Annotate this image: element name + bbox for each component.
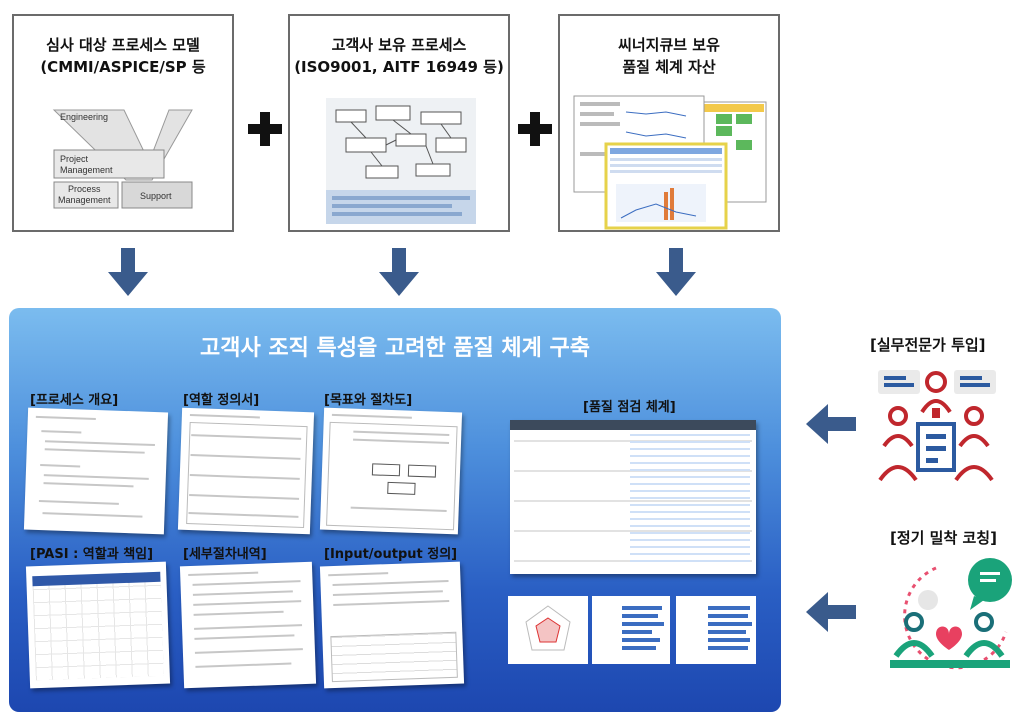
plus-icon xyxy=(518,112,552,146)
document-thumbnail-input-output xyxy=(319,561,465,689)
svg-text:Engineering: Engineering xyxy=(60,112,108,122)
bar-chart-thumbnail xyxy=(592,596,670,664)
source-title: 심사 대상 프로세스 모델 (CMMI/ASPICE/SP 등 xyxy=(40,36,206,76)
radar-chart-thumbnail xyxy=(508,596,588,664)
document-thumbnail-process-overview xyxy=(23,407,169,535)
svg-text:Project: Project xyxy=(60,154,89,164)
arrow-down-icon xyxy=(656,248,696,296)
coaching-icon xyxy=(890,558,1012,670)
section-label-role-definition: [역할 정의서] xyxy=(183,393,260,408)
section-label-pasi: [PASI : 역할과 책임] xyxy=(30,547,154,562)
section-label-input-output: [Input/output 정의] xyxy=(324,547,458,562)
arrow-down-icon xyxy=(108,248,148,296)
plus-icon xyxy=(248,112,282,146)
section-label-process-overview: [프로세스 개요] xyxy=(30,393,119,408)
document-thumbnail-detail-procedure xyxy=(179,561,317,689)
svg-text:Management: Management xyxy=(60,165,113,175)
arrow-left-icon xyxy=(806,404,856,444)
expert-label: [실무전문가 투입] xyxy=(870,336,986,354)
svg-text:Process: Process xyxy=(68,184,101,194)
section-label-quality-check: [품질 점검 체계] xyxy=(583,400,676,415)
customer-process-thumbnail xyxy=(326,98,476,224)
section-label-detail-procedure: [세부절차내역] xyxy=(183,547,267,562)
document-thumbnail-pasi xyxy=(25,561,171,689)
bar-chart-thumbnail xyxy=(676,596,756,664)
document-thumbnail-role-definition xyxy=(177,407,315,535)
arrow-left-icon xyxy=(806,592,856,632)
source-box-customer-process: 고객사 보유 프로세스 (ISO9001, AITF 16949 등) xyxy=(288,14,510,232)
svg-text:Management: Management xyxy=(58,195,111,205)
quality-assets-thumbnail xyxy=(573,95,767,230)
process-model-diagram: Engineering Project Management Process M… xyxy=(52,109,193,209)
main-title: 고객사 조직 특성을 고려한 품질 체계 구축 xyxy=(199,336,591,361)
source-box-process-model: 심사 대상 프로세스 모델 (CMMI/ASPICE/SP 등 Engineer… xyxy=(12,14,234,232)
source-title: 고객사 보유 프로세스 (ISO9001, AITF 16949 등) xyxy=(294,36,504,76)
section-label-goal-procedure: [목표와 절차도] xyxy=(324,393,413,408)
source-box-quality-assets: 씨너지큐브 보유 품질 체계 자산 xyxy=(558,14,780,232)
svg-text:Support: Support xyxy=(140,191,172,201)
expert-team-icon xyxy=(878,370,996,482)
document-thumbnail-quality-check xyxy=(510,420,756,574)
coaching-label: [정기 밀착 코칭] xyxy=(890,529,997,547)
document-thumbnail-goal-procedure xyxy=(319,407,463,535)
arrow-down-icon xyxy=(379,248,419,296)
source-title: 씨너지큐브 보유 품질 체계 자산 xyxy=(618,36,720,76)
